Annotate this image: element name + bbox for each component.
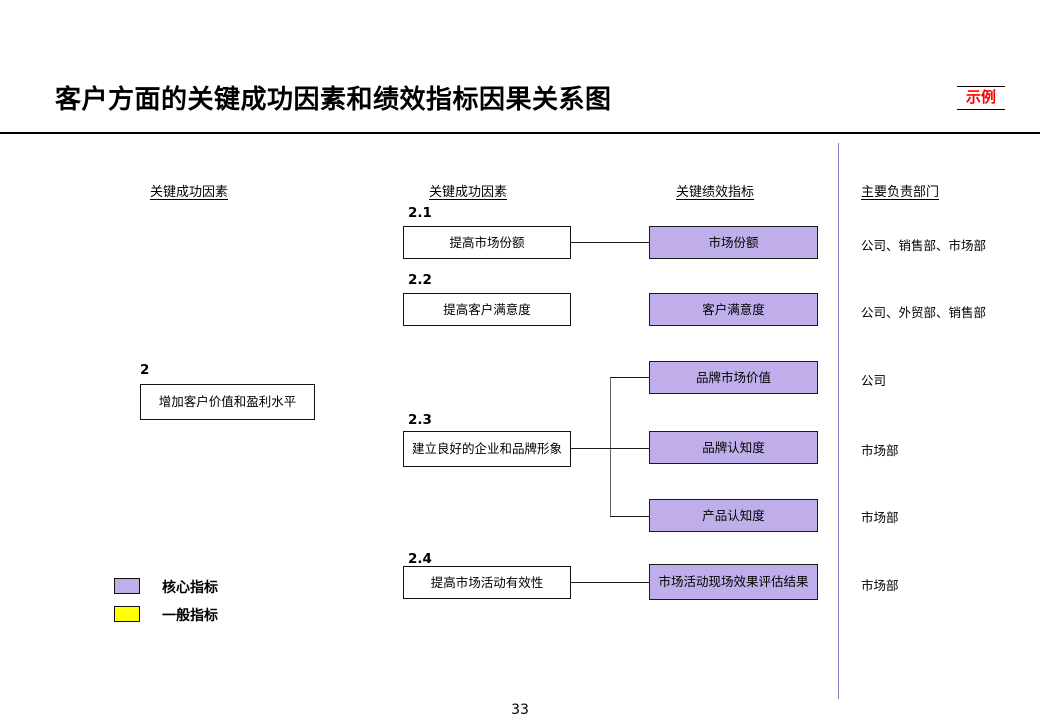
connector-2-3-branch-1 — [610, 377, 649, 378]
legend-swatch-core — [114, 578, 140, 594]
kpi-box-campaign-effect[interactable]: 市场活动现场效果评估结果 — [649, 564, 818, 600]
legend-label-normal: 一般指标 — [162, 608, 218, 624]
kpi-box-customer-satisfaction[interactable]: 客户满意度 — [649, 293, 818, 326]
connector-2-3-branch-2 — [610, 448, 649, 449]
csf-number-2-3: 2.3 — [408, 412, 432, 428]
csf-number-2-4: 2.4 — [408, 551, 432, 567]
header-divider — [0, 132, 1040, 134]
department-2-1: 公司、销售部、市场部 — [861, 238, 987, 253]
connector-2-4 — [571, 582, 649, 583]
kpi-box-product-awareness[interactable]: 产品认知度 — [649, 499, 818, 532]
department-2-3-b: 市场部 — [861, 443, 899, 458]
column-header-kpi: 关键绩效指标 — [676, 185, 755, 200]
column-header-strategic-objective: 关键成功因素 — [150, 185, 229, 200]
kpi-box-market-share[interactable]: 市场份额 — [649, 226, 818, 259]
objective-number-2: 2 — [140, 362, 150, 378]
kpi-box-brand-market-value[interactable]: 品牌市场价值 — [649, 361, 818, 394]
connector-2-1 — [571, 242, 649, 243]
page-number: 33 — [511, 702, 529, 718]
connector-2-3-stem — [571, 448, 611, 449]
connector-2-3-branch-3 — [610, 516, 649, 517]
legend-swatch-normal — [114, 606, 140, 622]
column-header-department: 主要负责部门 — [861, 185, 940, 200]
csf-box-2-2[interactable]: 提高客户满意度 — [403, 293, 571, 326]
csf-number-2-1: 2.1 — [408, 205, 432, 221]
column-header-csf: 关键成功因素 — [429, 185, 508, 200]
csf-box-2-4[interactable]: 提高市场活动有效性 — [403, 566, 571, 599]
department-2-4: 市场部 — [861, 578, 899, 593]
csf-number-2-2: 2.2 — [408, 272, 432, 288]
legend-label-core: 核心指标 — [162, 580, 218, 596]
example-badge: 示例 — [957, 86, 1005, 110]
department-2-3-a: 公司 — [861, 373, 887, 388]
page-title: 客户方面的关键成功因素和绩效指标因果关系图 — [55, 85, 612, 115]
department-column-divider — [838, 143, 839, 699]
kpi-box-brand-awareness[interactable]: 品牌认知度 — [649, 431, 818, 464]
csf-box-2-1[interactable]: 提高市场份额 — [403, 226, 571, 259]
department-2-3-c: 市场部 — [861, 510, 899, 525]
csf-box-2-3[interactable]: 建立良好的企业和品牌形象 — [403, 431, 571, 467]
objective-box-2[interactable]: 增加客户价值和盈利水平 — [140, 384, 315, 420]
department-2-2: 公司、外贸部、销售部 — [861, 305, 987, 320]
connector-2-3-trunk — [610, 377, 611, 516]
